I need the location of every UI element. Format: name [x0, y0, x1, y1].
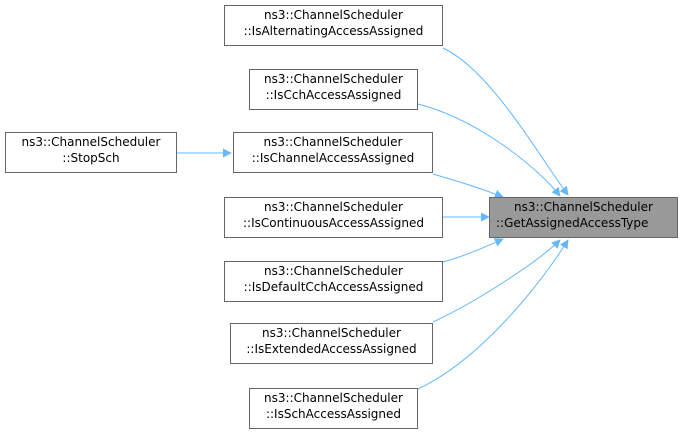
edge-extended-to-target — [432, 239, 561, 323]
node-label-line2: ::IsAlternatingAccessAssigned — [243, 24, 424, 38]
caller-node-iscontinuousaccessassigned[interactable]: ns3::ChannelScheduler ::IsContinuousAcce… — [224, 197, 443, 238]
node-label-line1: ns3::ChannelScheduler — [264, 72, 403, 86]
caller-node-isschaccessassigned[interactable]: ns3::ChannelScheduler ::IsSchAccessAssig… — [249, 388, 418, 429]
edge-defaultcch-to-target — [442, 238, 504, 263]
node-label-line2: ::IsContinuousAccessAssigned — [242, 216, 424, 230]
caller-node-isdefaultcchaccessassigned[interactable]: ns3::ChannelScheduler ::IsDefaultCchAcce… — [224, 261, 443, 302]
node-label-line2: ::IsSchAccessAssigned — [265, 407, 402, 421]
caller-node-isextendedaccessassigned[interactable]: ns3::ChannelScheduler ::IsExtendedAccess… — [230, 323, 433, 364]
node-label-line1: ns3::ChannelScheduler — [263, 135, 403, 149]
edge-sch-to-target — [417, 239, 569, 390]
node-label-line2: ::StopSch — [62, 151, 120, 165]
node-label-line1: ns3::ChannelScheduler — [264, 264, 403, 278]
node-label-line1: ns3::ChannelScheduler — [264, 200, 403, 214]
node-label-line2: ::IsDefaultCchAccessAssigned — [243, 280, 424, 294]
node-label-line2: ::IsCchAccessAssigned — [265, 88, 402, 102]
node-label-line1: ns3::ChannelScheduler — [264, 391, 403, 405]
secondary-node-stopsch[interactable]: ns3::ChannelScheduler ::StopSch — [5, 132, 177, 173]
node-label-line1: ns3::ChannelScheduler — [514, 200, 653, 214]
edge-cch-to-target — [417, 103, 561, 197]
edge-alternating-to-target — [442, 47, 569, 196]
caller-node-iscchaccessassigned[interactable]: ns3::ChannelScheduler ::IsCchAccessAssig… — [249, 69, 418, 110]
node-label-line2: ::IsExtendedAccessAssigned — [246, 342, 417, 356]
node-label-line1: ns3::ChannelScheduler — [21, 135, 161, 149]
edge-channel-to-target — [432, 173, 504, 199]
node-label-line1: ns3::ChannelScheduler — [264, 8, 403, 22]
node-label-line2: ::GetAssignedAccessType — [496, 216, 649, 230]
node-label-line1: ns3::ChannelScheduler — [262, 326, 401, 340]
node-label-line2: ::IsChannelAccessAssigned — [251, 151, 415, 165]
target-node-getassignedaccesstype[interactable]: ns3::ChannelScheduler ::GetAssignedAcces… — [489, 197, 678, 238]
caller-node-ischannelaccessassigned[interactable]: ns3::ChannelScheduler ::IsChannelAccessA… — [233, 132, 433, 173]
caller-node-isalternatingaccessassigned[interactable]: ns3::ChannelScheduler ::IsAlternatingAcc… — [224, 5, 443, 46]
